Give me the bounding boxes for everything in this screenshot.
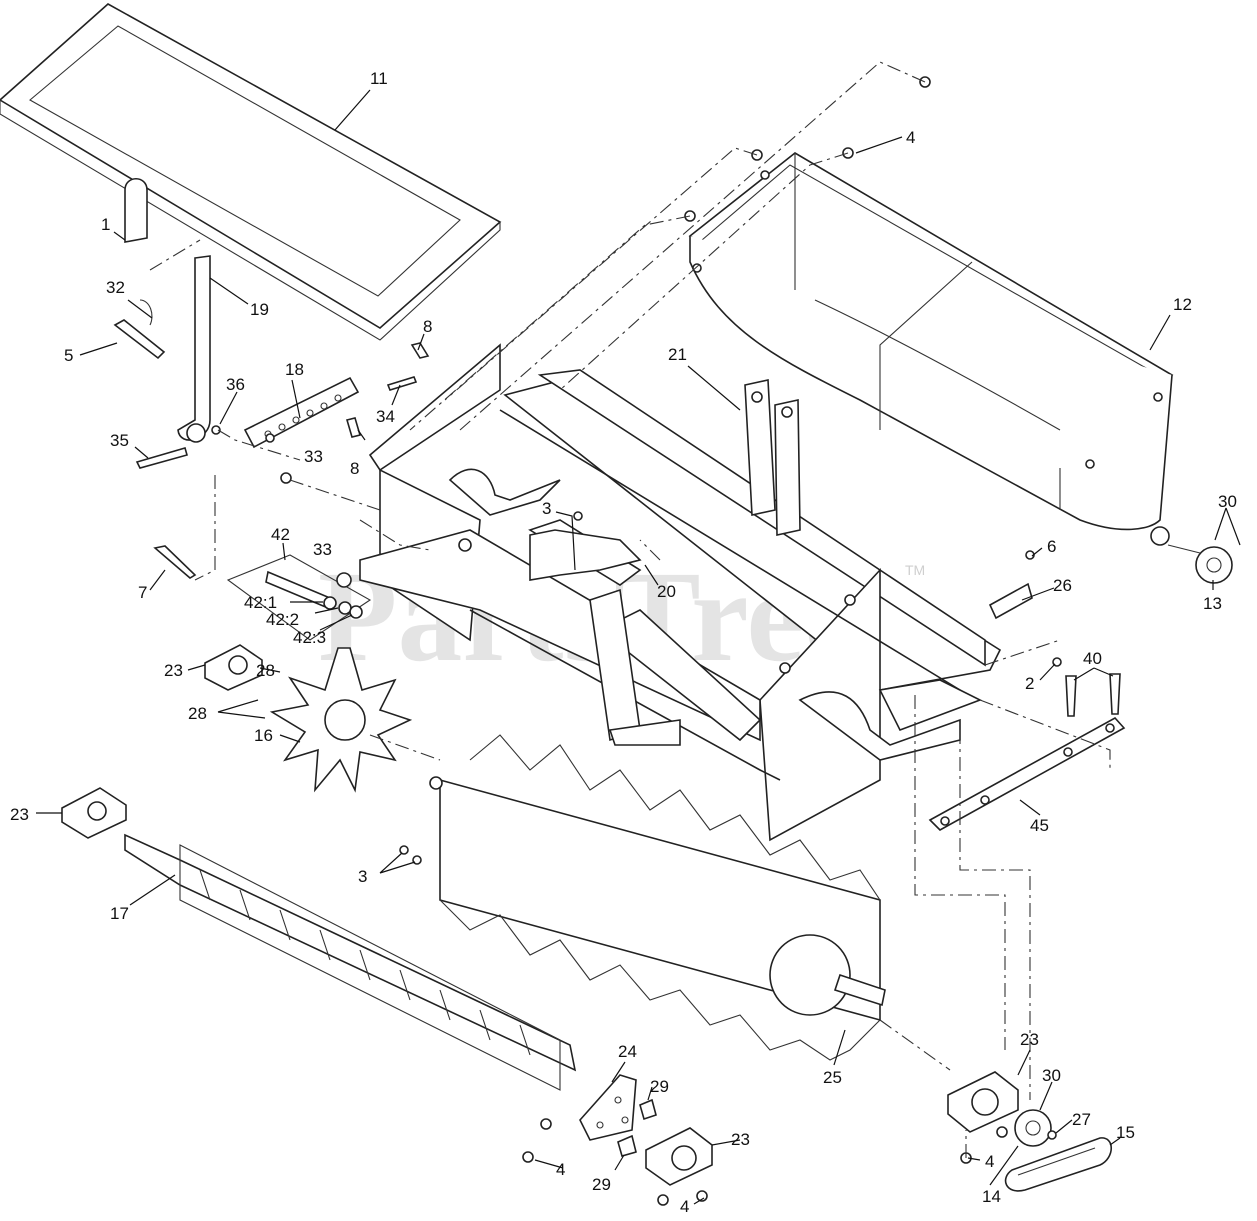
- callout-26: 26: [1053, 576, 1072, 595]
- callout-11: 11: [370, 69, 388, 88]
- callout-20: 20: [657, 582, 676, 601]
- callout-42-3: 42:3: [293, 628, 326, 647]
- part-24-plate: [579, 1074, 637, 1141]
- callout-13: 13: [1203, 594, 1222, 613]
- callout-42: 42: [271, 525, 290, 544]
- callout-19: 19: [250, 300, 269, 319]
- part-15-chain: [1004, 1137, 1113, 1192]
- callout-23: 23: [731, 1130, 750, 1149]
- callout-2: 2: [1025, 674, 1034, 693]
- callout-24: 24: [618, 1042, 637, 1061]
- callout-45: 45: [1030, 816, 1049, 835]
- callout-3: 3: [358, 867, 367, 886]
- callout-4: 4: [906, 128, 915, 147]
- callout-27: 27: [1072, 1110, 1091, 1129]
- callout-5: 5: [64, 346, 73, 365]
- callout-36: 36: [226, 375, 245, 394]
- part-26-bracket: [988, 582, 1033, 620]
- part-20-bracket: [529, 529, 642, 581]
- callout-4: 4: [985, 1152, 994, 1171]
- callout-labels: 11 4 1 32 19 12 5 8 21 18 36 34 35 33 8 …: [10, 69, 1237, 1216]
- callout-29: 29: [592, 1175, 611, 1194]
- part-29-bolts: [617, 1098, 657, 1157]
- callout-28: 28: [188, 704, 207, 723]
- callout-33: 33: [304, 447, 323, 466]
- part-13-sprocket: [1167, 544, 1233, 584]
- part-23-bearing-left-upper: [204, 644, 263, 691]
- callout-18: 18: [285, 360, 304, 379]
- callout-30: 30: [1042, 1066, 1061, 1085]
- part-25-spike-roller: [429, 734, 886, 1061]
- part-40-bolts: [1065, 673, 1121, 717]
- assembly-guide-lines: [149, 61, 1111, 1158]
- part-23-bearing-right: [947, 1071, 1019, 1133]
- callout-8: 8: [423, 317, 432, 336]
- callout-42-1: 42:1: [244, 593, 277, 612]
- callout-8: 8: [350, 459, 359, 478]
- callout-30: 30: [1218, 492, 1237, 511]
- part-23-bearing-bottom: [645, 1127, 713, 1186]
- callout-42-2: 42:2: [266, 610, 299, 629]
- callout-23: 23: [1020, 1030, 1039, 1049]
- hardware-nuts: [399, 76, 1062, 1206]
- part-12-hopper: [688, 152, 1174, 546]
- callout-4: 4: [680, 1197, 689, 1216]
- callout-12: 12: [1173, 295, 1192, 314]
- callout-34: 34: [376, 407, 395, 426]
- callout-28: 28: [256, 661, 275, 680]
- callout-6: 6: [1047, 537, 1056, 556]
- watermark-tm: TM: [905, 562, 925, 578]
- part-18-plate: [243, 376, 360, 484]
- callout-17: 17: [110, 904, 129, 923]
- part-23-bearing-left-lower: [61, 787, 127, 839]
- callout-29: 29: [650, 1077, 669, 1096]
- part-14-sprocket: [1014, 1109, 1052, 1147]
- callout-1: 1: [101, 215, 110, 234]
- callout-4: 4: [556, 1160, 565, 1179]
- part-42-shaft: [226, 554, 372, 641]
- callout-23: 23: [10, 805, 29, 824]
- callout-3: 3: [542, 499, 551, 518]
- callout-33: 33: [313, 540, 332, 559]
- callout-15: 15: [1116, 1123, 1135, 1142]
- callout-25: 25: [823, 1068, 842, 1087]
- callout-35: 35: [110, 431, 129, 450]
- leader-lines: [36, 89, 1241, 1205]
- part-11-lid: [0, 3, 502, 341]
- callout-23: 23: [164, 661, 183, 680]
- callout-16: 16: [254, 726, 273, 745]
- hardware-pins-8-34: [345, 342, 430, 438]
- callout-21: 21: [668, 345, 687, 364]
- part-45-bar: [928, 716, 1126, 831]
- callout-40: 40: [1083, 649, 1102, 668]
- part-1-grip: [124, 177, 148, 243]
- part-7-bolt: [153, 545, 197, 579]
- callout-14: 14: [982, 1187, 1001, 1206]
- callout-7: 7: [138, 583, 147, 602]
- part-17-slicer-roller: [124, 833, 577, 1091]
- hardware-lever-pins: [113, 299, 221, 469]
- part-19-lever: [177, 255, 211, 443]
- callout-32: 32: [106, 278, 125, 297]
- part-16-spike-disc: [269, 647, 413, 793]
